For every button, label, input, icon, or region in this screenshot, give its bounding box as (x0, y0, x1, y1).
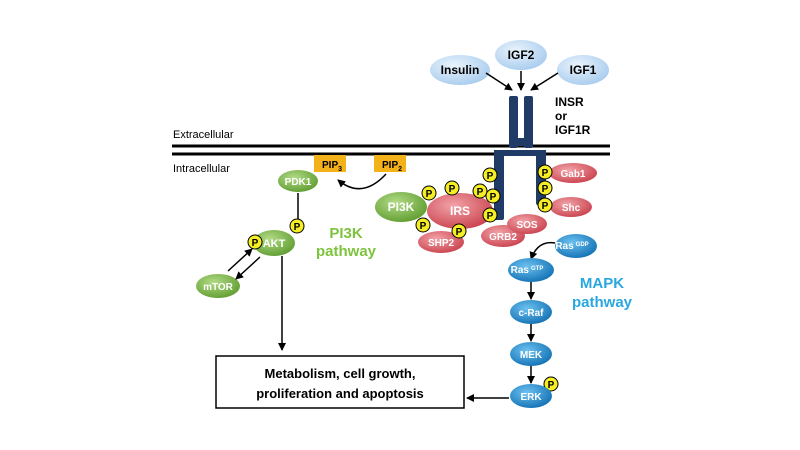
insr-label: INSR (555, 95, 584, 109)
shc-label: Shc (562, 203, 581, 214)
phospho-receptor-right-3: P (537, 197, 553, 213)
gab1-node (549, 163, 597, 183)
pi3k-label: PI3K (388, 200, 415, 214)
craf-label: c-Raf (518, 308, 544, 319)
phospho-receptor-right-1: P (537, 164, 553, 180)
phospho-group: P P P P P P P P P P P P P P (247, 164, 559, 392)
svg-text:P: P (420, 221, 427, 232)
pdk1-node (278, 170, 318, 192)
svg-text:P: P (542, 168, 549, 179)
insr-igf1r-receptor (494, 96, 546, 220)
svg-text:P: P (548, 380, 555, 391)
pi3k-pathway-title: PI3K (329, 225, 363, 242)
irs-node (427, 193, 493, 229)
gab1-label: Gab1 (560, 169, 585, 180)
svg-text:P: P (542, 184, 549, 195)
insulin-ligand (430, 55, 490, 85)
mapk-pathway-subtitle: pathway (572, 294, 633, 311)
shc-node (550, 197, 592, 217)
phospho-receptor-left-3: P (485, 188, 501, 204)
mek-node (510, 342, 552, 366)
mek-label: MEK (520, 350, 543, 361)
sos-label: SOS (516, 220, 537, 231)
igf1-ligand (557, 55, 609, 85)
svg-text:P: P (487, 211, 494, 222)
irs-label: IRS (450, 204, 470, 218)
svg-text:P: P (477, 187, 484, 198)
phospho-irs-shp2: P (415, 217, 431, 233)
svg-text:P: P (456, 227, 463, 238)
akt-label: AKT (263, 238, 286, 250)
pi3k-node (375, 192, 427, 222)
outcome-box (215, 355, 465, 409)
grb2-label: GRB2 (489, 232, 517, 243)
ras-gdp-to-gtp-arrow (529, 241, 556, 260)
akt-node (253, 230, 295, 256)
mtor-to-akt-arrow (227, 248, 253, 272)
or-label: or (555, 109, 567, 123)
igf1-label: IGF1 (570, 63, 597, 77)
pip3-box (314, 155, 346, 172)
pi3k-pathway-subtitle: pathway (316, 243, 377, 260)
shp2-node (418, 231, 464, 253)
phospho-irs-bottom: P (451, 223, 467, 239)
akt-to-mtor-arrow (235, 256, 261, 280)
phospho-receptor-right-2: P (537, 180, 553, 196)
pip2-label: PIP2 (382, 160, 402, 173)
ras-gtp-node (508, 258, 554, 282)
svg-text:P: P (252, 238, 259, 249)
phospho-receptor-left-4: P (482, 207, 498, 223)
insulin-arrow (485, 72, 513, 91)
extracellular-label: Extracellular (173, 129, 234, 141)
pdk1-label: PDK1 (285, 177, 312, 188)
phospho-akt-top: P (289, 218, 305, 234)
svg-text:P: P (542, 201, 549, 212)
shp2-label: SHP2 (428, 238, 455, 249)
igf2-ligand (495, 40, 547, 70)
mtor-node (196, 274, 240, 298)
mapk-pathway-title: MAPK (580, 275, 624, 292)
sos-node (507, 214, 547, 234)
phospho-akt: P (247, 234, 263, 250)
intracellular-label: Intracellular (173, 163, 230, 175)
pip2-box (374, 155, 406, 172)
igf1-arrow (530, 72, 559, 91)
igf2-label: IGF2 (508, 48, 535, 62)
mtor-label: mTOR (203, 282, 234, 293)
svg-text:P: P (426, 189, 433, 200)
pip3-label: PIP3 (322, 160, 342, 173)
outcome-line-1: Metabolism, cell growth, (265, 366, 416, 381)
outcome-line-2: proliferation and apoptosis (256, 386, 424, 401)
phospho-receptor-left-1: P (482, 167, 498, 183)
svg-text:P: P (294, 222, 301, 233)
insulin-label: Insulin (441, 63, 480, 77)
ras-gdp-node (555, 234, 597, 258)
phospho-pi3k-irs: P (421, 185, 437, 201)
phospho-erk: P (543, 376, 559, 392)
craf-node (510, 300, 552, 324)
svg-text:P: P (487, 171, 494, 182)
pip2-to-pip3-arrow (337, 173, 387, 190)
erk-node (510, 384, 552, 408)
svg-text:P: P (449, 184, 456, 195)
igf1r-label: IGF1R (555, 123, 591, 137)
phospho-receptor-left-2: P (472, 183, 488, 199)
phospho-irs-top: P (444, 180, 460, 196)
svg-text:P: P (490, 192, 497, 203)
erk-label: ERK (520, 392, 542, 403)
